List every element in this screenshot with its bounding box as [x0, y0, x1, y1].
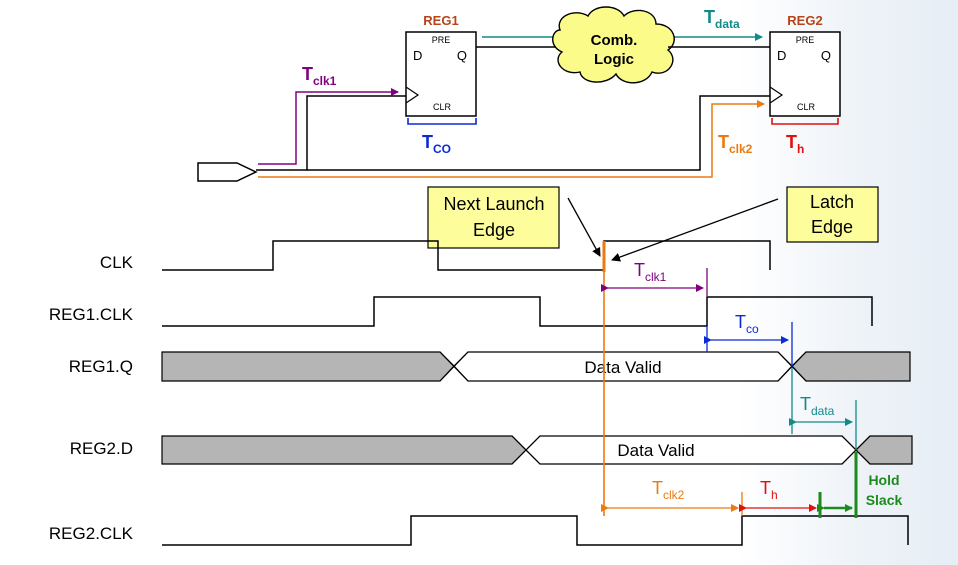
- tclk2-schematic-label: Tclk2: [718, 132, 753, 156]
- waveform-reg2-clk: [162, 515, 909, 546]
- latch-line1: Latch: [810, 192, 854, 212]
- th-schematic-label: Th: [786, 132, 804, 156]
- latch-line2: Edge: [811, 217, 853, 237]
- tclk2-timing-label: Tclk2: [652, 478, 685, 502]
- clock-net: [256, 95, 406, 171]
- reg1-title: REG1: [423, 13, 458, 28]
- reg1-q-bus-label: Data Valid: [584, 358, 661, 377]
- reg1-block: REG1 PRE D Q CLR: [405, 13, 477, 117]
- th-timing-label: Th: [760, 478, 778, 502]
- tdata-schematic-label: Tdata: [704, 7, 740, 31]
- reg2-d-bus-label: Data Valid: [617, 441, 694, 460]
- waveform-reg1-q: Data Valid: [161, 351, 911, 382]
- tco-schematic-label: TCO: [422, 132, 451, 156]
- reg2-pre-pin: PRE: [796, 35, 815, 45]
- signal-label-clk: CLK: [100, 253, 134, 272]
- latch-pointer: [611, 198, 779, 262]
- reg1-clr-pin: CLR: [433, 102, 452, 112]
- signal-label-reg1-q: REG1.Q: [69, 357, 133, 376]
- th-brace: [771, 118, 839, 125]
- next-launch-pointer: [567, 197, 601, 257]
- reg2-clr-pin: CLR: [797, 102, 816, 112]
- reg1-d-pin: D: [413, 48, 422, 63]
- latch-callout: Latch Edge: [786, 186, 879, 243]
- waveform-reg2-d: Data Valid: [161, 435, 913, 465]
- reg2-q-pin: Q: [821, 48, 831, 63]
- comb-logic-cloud: Comb. Logic: [552, 6, 675, 84]
- reg2-title: REG2: [787, 13, 822, 28]
- next-launch-callout: Next Launch Edge: [427, 186, 560, 249]
- tclk1-path: [258, 88, 399, 165]
- clock-input-buffer: [197, 162, 258, 182]
- hold-slack-line1: Hold: [868, 472, 899, 488]
- clock-net-reg2: [307, 95, 770, 171]
- waveform-reg1-clk: [162, 296, 873, 327]
- reg2-block: REG2 PRE D Q CLR: [769, 13, 841, 117]
- tclk1-schematic-label: Tclk1: [302, 64, 337, 88]
- tclk1-timing-label: Tclk1: [634, 260, 667, 284]
- signal-label-reg2-clk: REG2.CLK: [49, 524, 134, 543]
- tdata-timing-label: Tdata: [800, 394, 835, 418]
- reg1-q-pin: Q: [457, 48, 467, 63]
- schematic: REG1 PRE D Q CLR Comb. Logic: [197, 6, 841, 182]
- tclk2-path: [258, 100, 765, 178]
- next-launch-line1: Next Launch: [443, 194, 544, 214]
- comb-logic-label-line1: Comb.: [591, 32, 638, 49]
- waveform-clk: [162, 240, 771, 271]
- signal-label-reg1-clk: REG1.CLK: [49, 305, 134, 324]
- next-launch-line2: Edge: [473, 220, 515, 240]
- reg1-pre-pin: PRE: [432, 35, 451, 45]
- reg2-d-pin: D: [777, 48, 786, 63]
- signal-label-reg2-d: REG2.D: [70, 439, 133, 458]
- tco-timing-label: Tco: [735, 312, 759, 336]
- tco-brace: [407, 118, 477, 125]
- comb-logic-label-line2: Logic: [594, 51, 634, 68]
- hold-slack-line2: Slack: [866, 492, 903, 508]
